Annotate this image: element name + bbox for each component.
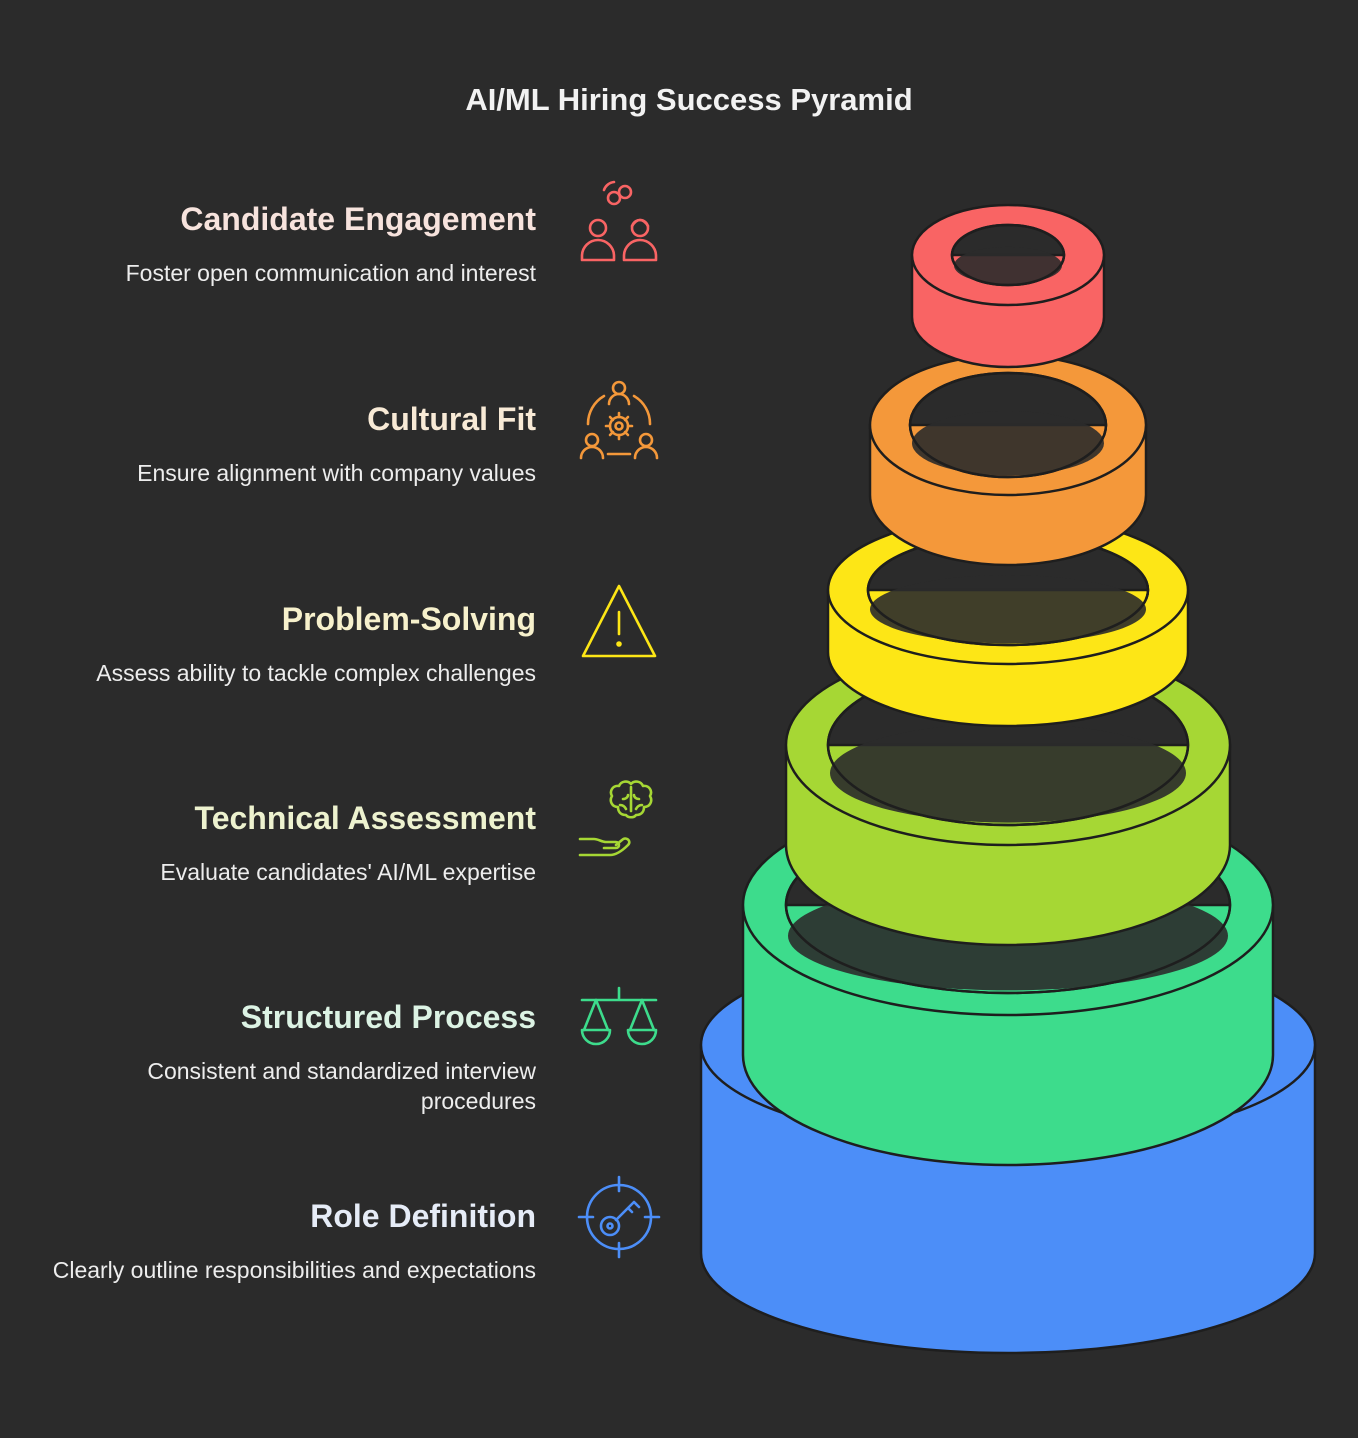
tier-structured-process: Structured Process Consistent and standa…	[40, 998, 536, 1116]
tier-description: Foster open communication and interest	[125, 260, 536, 286]
tier-description: Clearly outline responsibilities and exp…	[52, 1257, 536, 1283]
tier-role-definition: Role Definition Clearly outline responsi…	[40, 1197, 536, 1285]
page-title: AI/ML Hiring Success Pyramid	[465, 82, 913, 117]
ring-brain-hand-hole	[830, 723, 1186, 823]
tier-title: Role Definition	[310, 1198, 536, 1234]
brain-hand-icon	[574, 775, 664, 865]
tier-description: Consistent and standardized interview pr…	[147, 1058, 536, 1114]
ring-team-culture-hole	[912, 410, 1104, 476]
tier-title: Technical Assessment	[194, 800, 536, 836]
tier-title: Problem-Solving	[281, 601, 536, 637]
tier-title: Candidate Engagement	[180, 201, 536, 237]
balance-scale-icon	[574, 974, 664, 1064]
tier-problem-solving: Problem-Solving Assess ability to tackle…	[40, 600, 536, 688]
tier-description: Assess ability to tackle complex challen…	[96, 660, 536, 686]
tier-title: Structured Process	[240, 999, 536, 1035]
tier-title: Cultural Fit	[367, 401, 536, 437]
team-culture-icon	[574, 376, 664, 466]
ring-team-culture-inner-edge	[908, 371, 1108, 479]
target-key-icon	[574, 1172, 664, 1262]
warning-icon	[574, 576, 664, 666]
ring-warning-hole	[870, 575, 1146, 644]
tier-description: Ensure alignment with company values	[137, 460, 536, 486]
tier-technical-assessment: Technical Assessment Evaluate candidates…	[40, 799, 536, 887]
ring-people-communication-inner-edge	[950, 223, 1066, 287]
tier-description: Evaluate candidates' AI/ML expertise	[160, 859, 536, 885]
tier-cultural-fit: Cultural Fit Ensure alignment with compa…	[40, 400, 536, 488]
ring-people-communication-hole	[954, 246, 1062, 285]
people-communication-icon	[574, 176, 664, 266]
tier-candidate-engagement: Candidate Engagement Foster open communi…	[40, 200, 536, 288]
